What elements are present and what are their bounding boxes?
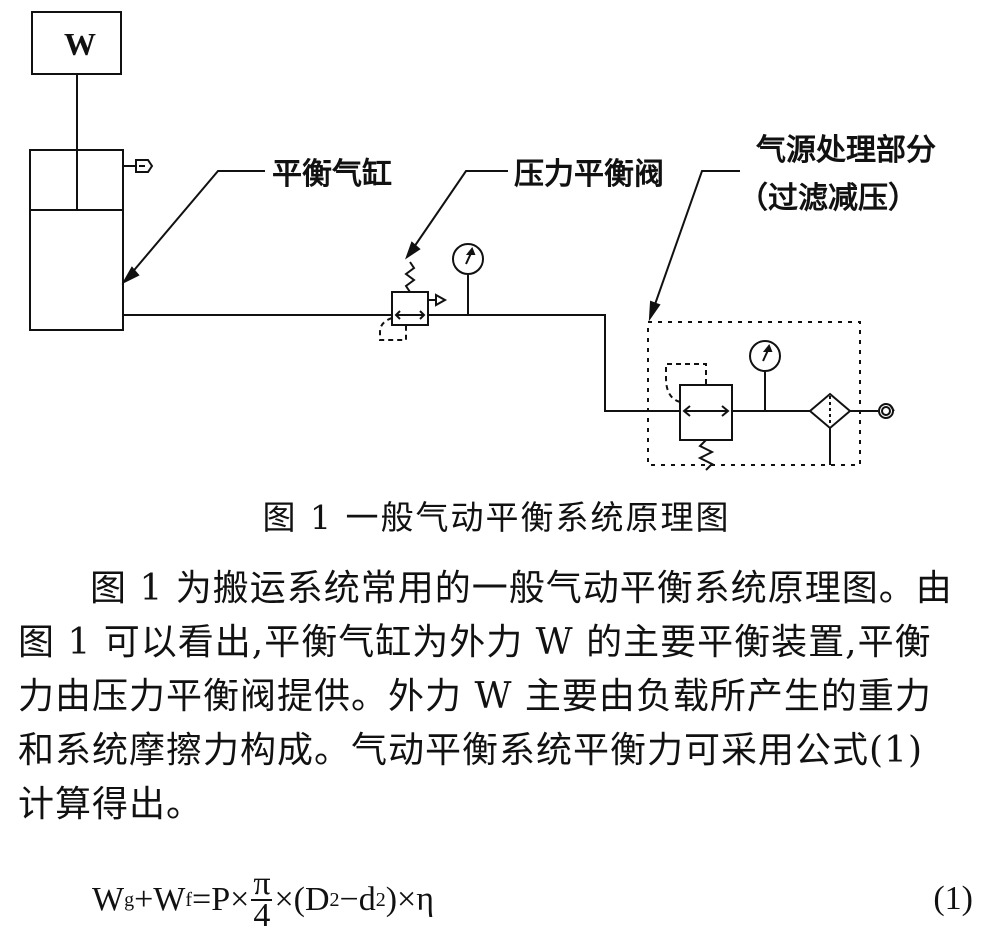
valve-label-arrow	[411, 170, 508, 251]
valve-spring-icon	[404, 261, 416, 293]
weight-label: W	[64, 26, 96, 62]
formula-symbol: W	[92, 881, 125, 918]
formula-fraction: π 4	[251, 865, 273, 934]
valve-label: 压力平衡阀	[514, 157, 664, 192]
formula-segment: ×(D	[274, 881, 330, 918]
equation-number: (1)	[933, 880, 973, 917]
body-paragraph: 图 1 为搬运系统常用的一般气动平衡系统原理图。由 图 1 可以看出,平衡气缸为…	[18, 562, 976, 832]
paragraph-line: 图 1 为搬运系统常用的一般气动平衡系统原理图。由	[90, 568, 953, 609]
cylinder-label: 平衡气缸	[272, 157, 392, 192]
cylinder-label-arrow	[129, 170, 265, 276]
formula-superscript: 2	[375, 888, 386, 911]
formula-subscript: f	[185, 888, 193, 911]
formula-superscript: 2	[329, 888, 340, 911]
balance-valve-icon	[391, 291, 429, 326]
fraction-numerator: π	[251, 865, 273, 902]
source-label-arrow	[652, 170, 740, 311]
regulator-icon	[679, 384, 733, 441]
paragraph-line: 计算得出。	[18, 784, 204, 825]
formula-symbol: W	[153, 881, 186, 918]
pneumatic-balance-diagram: W 平衡气缸 压力平衡阀 气源处理部分 （过滤减压）	[29, 11, 936, 471]
formula-segment: −d	[339, 881, 376, 918]
formula-segment: =P×	[192, 881, 250, 918]
figure-caption: 图 1 一般气动平衡系统原理图	[262, 498, 731, 537]
formula-subscript: g	[124, 888, 135, 911]
fraction-denominator: 4	[253, 897, 271, 934]
weight-box	[31, 11, 122, 75]
paragraph-line: 力由压力平衡阀提供。外力 W 主要由负载所产生的重力	[18, 676, 932, 717]
formula-segment: )×η	[385, 881, 435, 918]
vent-port-icon	[135, 159, 154, 173]
paragraph-line: 和系统摩擦力构成。气动平衡系统平衡力可采用公式(1)	[18, 730, 923, 771]
paragraph-line: 图 1 可以看出,平衡气缸为外力 W 的主要平衡装置,平衡	[18, 622, 932, 663]
source-label-line2: （过滤减压）	[738, 181, 918, 216]
regulator-spring-icon	[697, 439, 715, 471]
air-source-box	[647, 321, 861, 466]
source-label-line1: 气源处理部分	[756, 133, 936, 168]
formula-operator: +	[134, 881, 154, 918]
